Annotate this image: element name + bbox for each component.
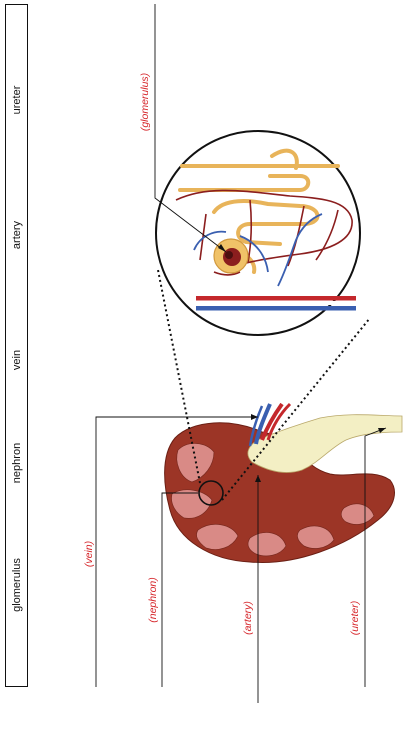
label-artery: (artery) (242, 601, 254, 635)
nephron-magnified (156, 131, 360, 335)
magnified-artery (196, 296, 356, 301)
label-glomerulus: (glomerulus) (139, 73, 151, 131)
kidney (165, 404, 402, 563)
glomerulus-structure (214, 239, 248, 273)
leader-ureter (365, 428, 386, 687)
magnified-vein (196, 306, 356, 311)
label-nephron: (nephron) (147, 577, 159, 623)
label-ureter: (ureter) (349, 601, 361, 635)
label-vein: (vein) (83, 541, 95, 567)
